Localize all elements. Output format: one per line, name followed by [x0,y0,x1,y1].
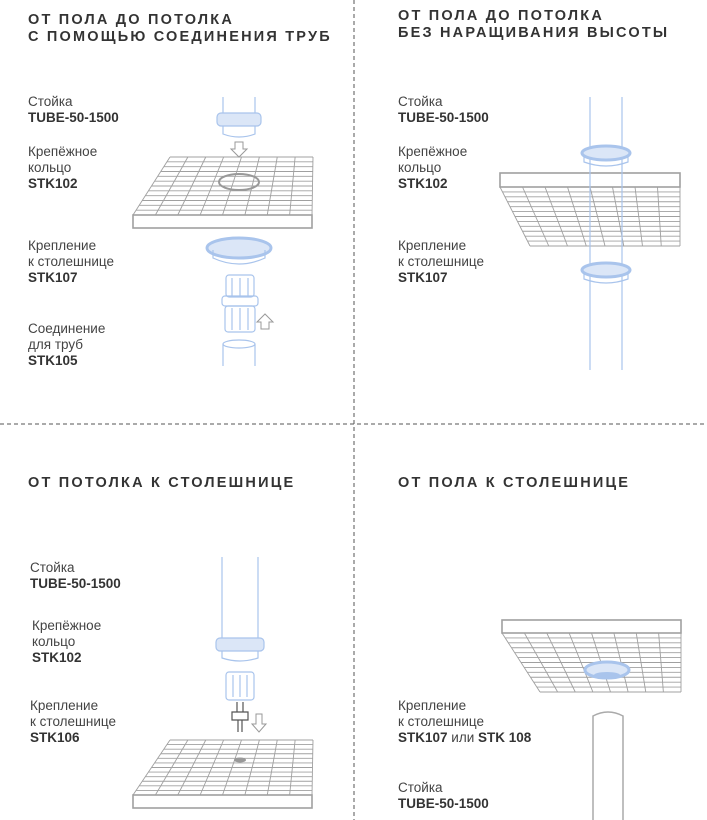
panel-title: ОТ ПОТОЛКА К СТОЛЕШНИЦЕ [28,475,296,491]
ring-stk102 [215,637,265,652]
diagram-ceiling-countertop [132,557,314,809]
tube [222,344,256,366]
ring-stk102 [580,144,632,162]
tube [589,97,623,370]
mount-stk107 [205,236,273,260]
tube [221,557,259,640]
diagram-floor-ceiling [499,97,681,370]
arrow-down-icon [250,713,268,733]
arrow-up-icon [255,313,275,330]
arrow-down-icon [229,141,249,158]
diagram-floor-countertop [501,619,682,820]
mount-stk106 [231,702,249,732]
countertop-grid [132,156,314,229]
hole [218,173,260,191]
ring [216,112,262,127]
panel-title: ОТ ПОЛА К СТОЛЕШНИЦЕ [398,475,631,491]
countertop-grid [132,739,314,809]
connector [225,671,255,701]
mount-stk107 [580,261,632,279]
connector-stk105 [221,274,259,333]
tube [222,97,256,115]
tube [592,711,624,820]
diagram-floor-ceiling-joint [132,97,314,366]
countertop-grid [501,619,682,693]
